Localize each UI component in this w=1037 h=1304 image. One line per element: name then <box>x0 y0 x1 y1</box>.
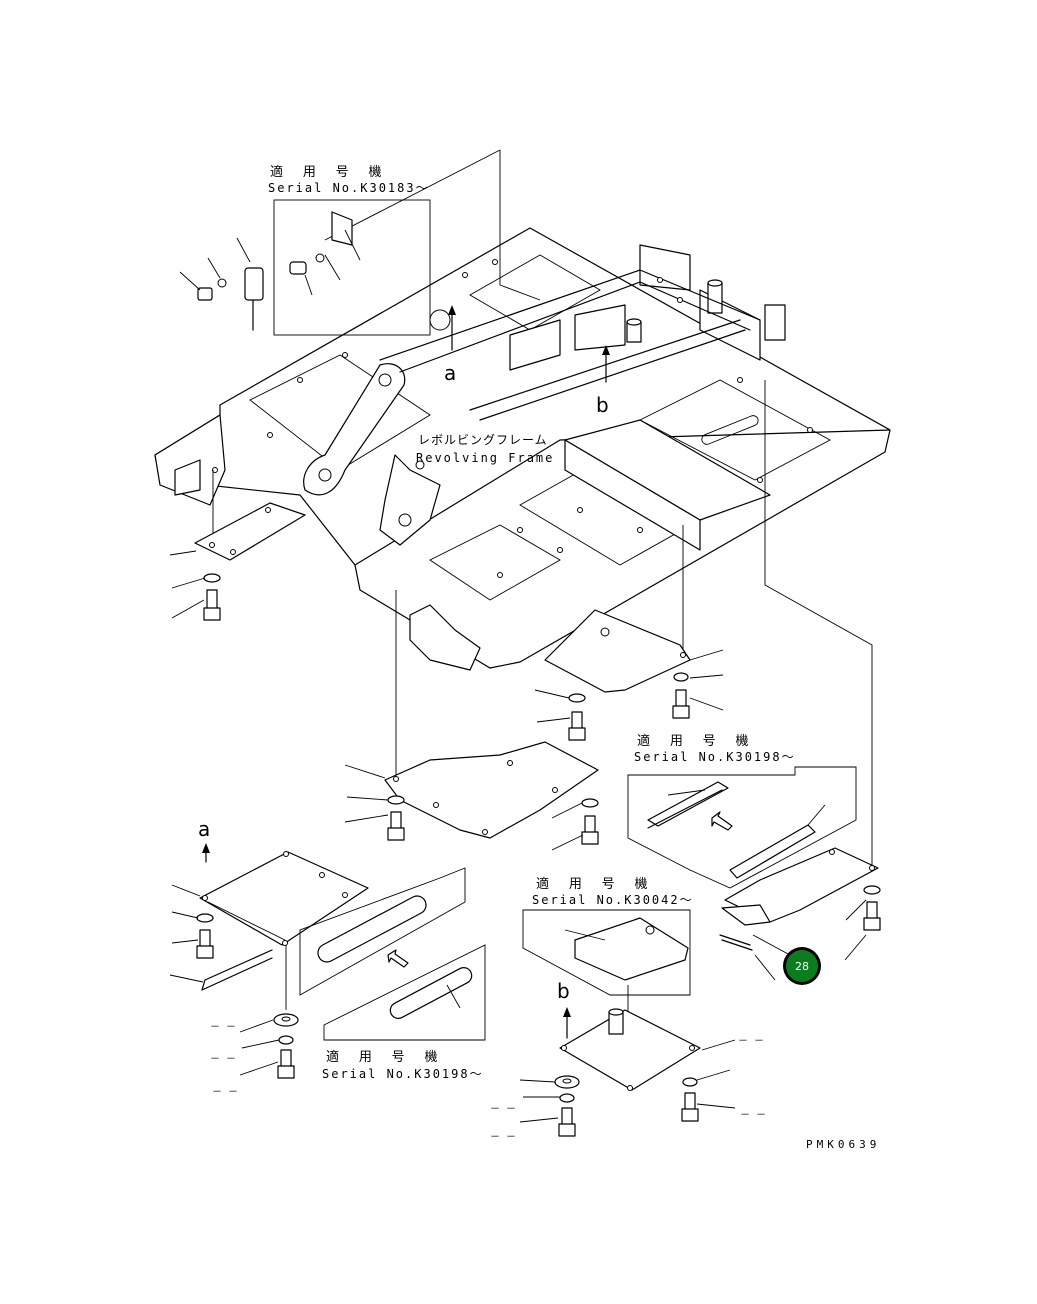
part-number-badge[interactable]: 28 <box>783 947 821 985</box>
svg-text:Serial No.K30042～: Serial No.K30042～ <box>532 893 694 907</box>
svg-text:－ －: － － <box>212 1087 238 1098</box>
svg-text:Serial No.K30183～: Serial No.K30183～ <box>268 181 430 195</box>
svg-text:a: a <box>444 361 456 385</box>
svg-text:b: b <box>596 393 609 417</box>
drawing-code: PMK0639 <box>806 1138 880 1151</box>
svg-text:28: 28 <box>795 960 809 973</box>
left-small-cover <box>169 502 306 621</box>
svg-text:－ －: － － <box>210 1054 236 1065</box>
blank-callouts: － － － － － － － － － － － － － － <box>210 1022 766 1143</box>
svg-text:－ －: － － <box>210 1022 236 1033</box>
center-cover-plate <box>344 741 599 851</box>
bottom-cover-plate <box>519 1008 736 1137</box>
svg-text:－ －: － － <box>738 1036 764 1047</box>
svg-text:Serial No.K30198～: Serial No.K30198～ <box>634 750 796 764</box>
frame-label: レボルビングフレーム Revolving Frame <box>416 433 554 465</box>
svg-text:b: b <box>557 979 570 1003</box>
svg-text:適 用 号 機: 適 用 号 機 <box>270 164 387 180</box>
serial-note-k30042: 適 用 号 機 Serial No.K30042～ <box>522 876 694 996</box>
svg-text:－ －: － － <box>490 1132 516 1143</box>
view-arrow-a-top: a <box>444 305 456 385</box>
deck-holes <box>212 259 813 578</box>
left-lower-plate <box>169 851 369 1079</box>
svg-text:a: a <box>198 817 210 841</box>
serial-note-k30198-left: 適 用 号 機 Serial No.K30198～ <box>299 867 486 1081</box>
svg-text:適 用 号 機: 適 用 号 機 <box>637 733 754 749</box>
view-arrow-b-top: b <box>596 345 610 417</box>
filter-assembly <box>179 237 264 331</box>
view-arrow-a-bottom: a <box>198 817 210 863</box>
svg-text:－ －: － － <box>490 1104 516 1115</box>
serial-note-k30183: 適 用 号 機 Serial No.K30183～ <box>268 164 431 336</box>
svg-text:適 用 号 機: 適 用 号 機 <box>326 1049 443 1065</box>
svg-text:Serial No.K30198～: Serial No.K30198～ <box>322 1067 484 1081</box>
svg-text:レボルビングフレーム: レボルビングフレーム <box>418 433 548 447</box>
revolving-frame <box>154 227 891 671</box>
svg-text:Revolving Frame: Revolving Frame <box>416 451 554 465</box>
right-lower-plate <box>719 847 881 981</box>
svg-text:－ －: － － <box>740 1110 766 1121</box>
svg-text:適 用 号 機: 適 用 号 機 <box>536 876 653 892</box>
part-badge-fill <box>786 950 818 982</box>
view-arrow-b-bottom: b <box>557 979 571 1039</box>
right-cover-plate <box>534 609 724 741</box>
serial-note-k30198-right: 適 用 号 機 Serial No.K30198～ <box>627 733 857 889</box>
